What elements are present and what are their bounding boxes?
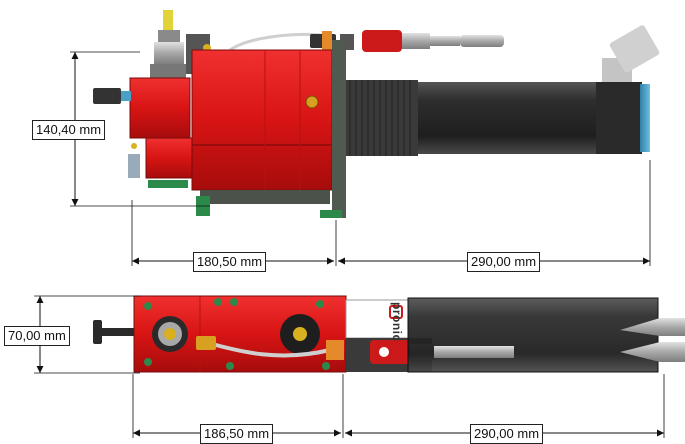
side-red-housing: [129, 40, 346, 218]
top-red-housing: [133, 295, 347, 373]
side-left-port: [93, 88, 140, 178]
side-height-label: 140,40 mm: [32, 120, 106, 140]
side-motor: [346, 25, 660, 156]
top-motor-section: [346, 297, 685, 373]
top-view: [93, 295, 685, 373]
top-width-motor-label: 290,00 mm: [470, 424, 544, 444]
side-tubing: [229, 30, 504, 52]
side-width-front-label: 180,50 mm: [193, 252, 267, 272]
top-width-front-label: 186,50 mm: [200, 424, 274, 444]
side-view: [93, 10, 660, 218]
side-width-motor-label: 290,00 mm: [467, 252, 541, 272]
pronic-logo-icon: pronic: [390, 302, 404, 342]
top-height-label: 70,00 mm: [4, 326, 70, 346]
side-motor-fins: [349, 80, 411, 156]
top-tbar-handle: [93, 320, 138, 344]
